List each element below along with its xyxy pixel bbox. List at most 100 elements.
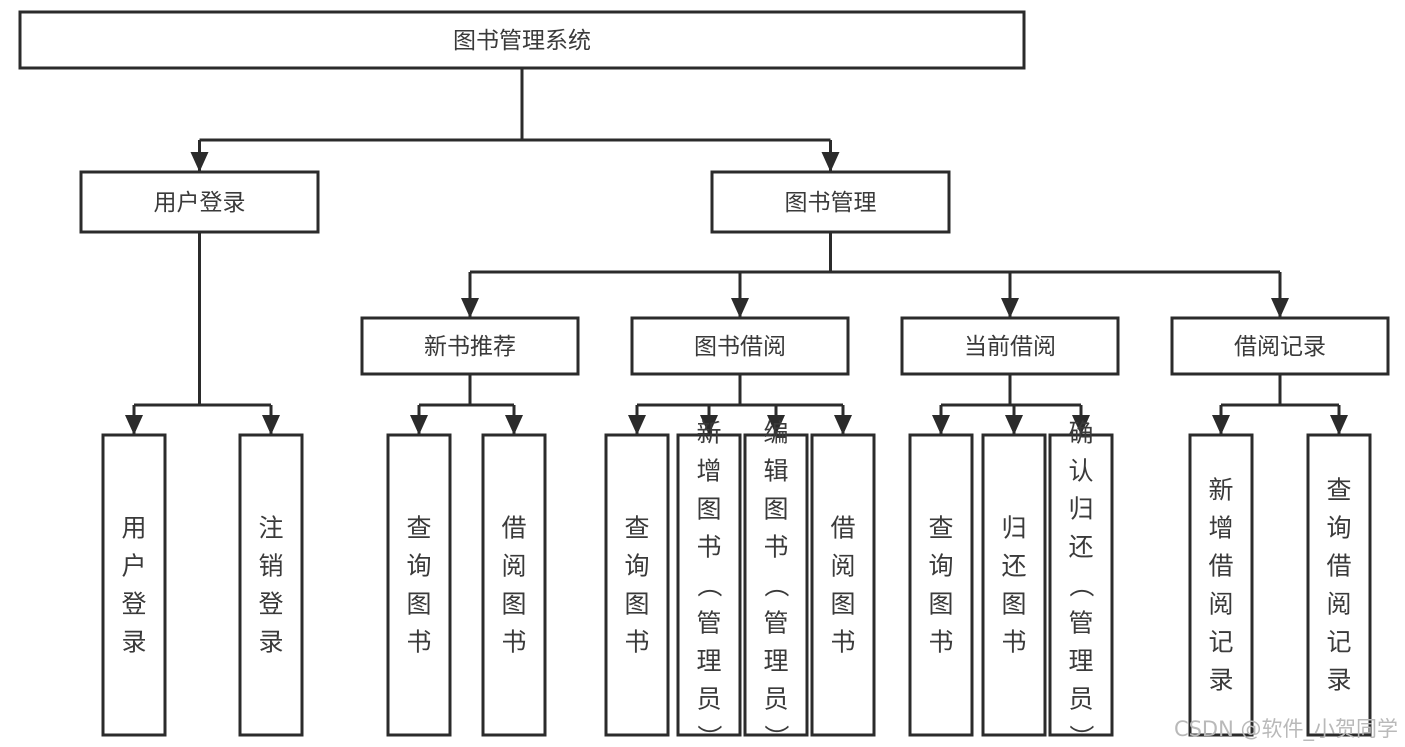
svg-text:（: （ <box>1067 572 1096 597</box>
svg-text:辑: 辑 <box>763 457 788 486</box>
arrow-head-icon <box>1005 415 1023 435</box>
svg-text:登: 登 <box>121 590 146 619</box>
arrow-head-icon <box>1271 298 1289 318</box>
svg-text:图: 图 <box>624 590 649 619</box>
svg-text:还: 还 <box>1001 552 1026 581</box>
svg-text:销: 销 <box>258 552 283 581</box>
svg-text:阅: 阅 <box>501 552 526 581</box>
arrow-head-icon <box>1001 298 1019 318</box>
level2-node-borrow-record-label: 借阅记录 <box>1234 334 1326 360</box>
svg-text:员: 员 <box>696 685 721 714</box>
svg-text:借: 借 <box>1326 552 1351 581</box>
svg-text:）: ） <box>1067 724 1096 747</box>
svg-text:增: 增 <box>1208 514 1233 543</box>
svg-text:理: 理 <box>696 647 721 676</box>
svg-text:）: ） <box>695 724 724 747</box>
svg-text:员: 员 <box>1068 685 1093 714</box>
svg-text:录: 录 <box>1208 666 1233 695</box>
arrow-head-icon <box>932 415 950 435</box>
svg-text:用: 用 <box>121 514 146 543</box>
svg-text:归: 归 <box>1068 495 1093 524</box>
arrow-head-icon <box>767 415 785 435</box>
leaf-node-leaf-query-book-3-box <box>908 433 974 737</box>
root-node-book-management-system-box <box>18 10 1026 70</box>
svg-text:新: 新 <box>696 419 721 448</box>
svg-text:图: 图 <box>501 590 526 619</box>
svg-text:询: 询 <box>1326 514 1351 543</box>
svg-text:编: 编 <box>763 419 788 448</box>
svg-text:录: 录 <box>121 628 146 657</box>
svg-text:书: 书 <box>1001 628 1026 657</box>
svg-text:理: 理 <box>763 647 788 676</box>
level1-node-book-management-label: 图书管理 <box>785 190 877 216</box>
leaf-node-leaf-logout-box <box>238 433 304 737</box>
level2-node-book-borrow-label: 图书借阅 <box>694 334 786 360</box>
level2-node-current-borrow[interactable]: 当前借阅 <box>900 316 1120 376</box>
leaf-node-leaf-user-login[interactable]: 用户登录 <box>101 433 167 737</box>
svg-text:询: 询 <box>406 552 431 581</box>
svg-text:书: 书 <box>501 628 526 657</box>
arrow-head-icon <box>125 415 143 435</box>
svg-text:）: ） <box>762 724 791 747</box>
level2-node-borrow-record[interactable]: 借阅记录 <box>1170 316 1390 376</box>
svg-text:新: 新 <box>1208 476 1233 505</box>
svg-text:记: 记 <box>1208 628 1233 657</box>
leaf-node-leaf-query-book-1-box <box>386 433 452 737</box>
svg-text:图: 图 <box>928 590 953 619</box>
level2-node-new-book-recommend-label: 新书推荐 <box>424 334 516 360</box>
level1-node-book-management[interactable]: 图书管理 <box>710 170 951 234</box>
arrow-head-icon <box>262 415 280 435</box>
level2-node-borrow-record-box <box>1170 316 1390 376</box>
level1-node-user-login[interactable]: 用户登录 <box>79 170 320 234</box>
arrow-head-icon <box>1072 415 1090 435</box>
svg-text:查: 查 <box>406 514 431 543</box>
svg-text:员: 员 <box>763 685 788 714</box>
svg-text:户: 户 <box>121 552 146 581</box>
leaf-node-leaf-add-book-box <box>676 433 742 737</box>
svg-text:确: 确 <box>1068 419 1093 448</box>
svg-text:录: 录 <box>258 628 283 657</box>
arrow-head-icon <box>628 415 646 435</box>
svg-text:管: 管 <box>763 609 788 638</box>
arrow-head-icon <box>700 415 718 435</box>
level1-node-book-management-box <box>710 170 951 234</box>
svg-text:图: 图 <box>696 495 721 524</box>
leaf-node-leaf-add-borrow-record-box <box>1188 433 1254 737</box>
level2-node-book-borrow[interactable]: 图书借阅 <box>630 316 850 376</box>
svg-text:阅: 阅 <box>830 552 855 581</box>
svg-text:书: 书 <box>830 628 855 657</box>
level1-node-user-login-box <box>79 170 320 234</box>
level2-node-current-borrow-box <box>900 316 1120 376</box>
svg-text:阅: 阅 <box>1208 590 1233 619</box>
svg-text:借: 借 <box>830 514 855 543</box>
svg-text:借: 借 <box>1208 552 1233 581</box>
level2-node-current-borrow-label: 当前借阅 <box>964 334 1056 360</box>
arrow-head-icon <box>821 152 840 172</box>
svg-text:注: 注 <box>258 514 283 543</box>
svg-text:归: 归 <box>1001 514 1026 543</box>
level2-node-new-book-recommend[interactable]: 新书推荐 <box>360 316 580 376</box>
root-node-book-management-system[interactable]: 图书管理系统 <box>18 10 1026 70</box>
connectors-layer <box>125 68 1348 435</box>
arrow-head-icon <box>731 298 749 318</box>
leaf-node-leaf-borrow-book-2-box <box>810 433 876 737</box>
level2-node-new-book-recommend-box <box>360 316 580 376</box>
svg-text:查: 查 <box>624 514 649 543</box>
